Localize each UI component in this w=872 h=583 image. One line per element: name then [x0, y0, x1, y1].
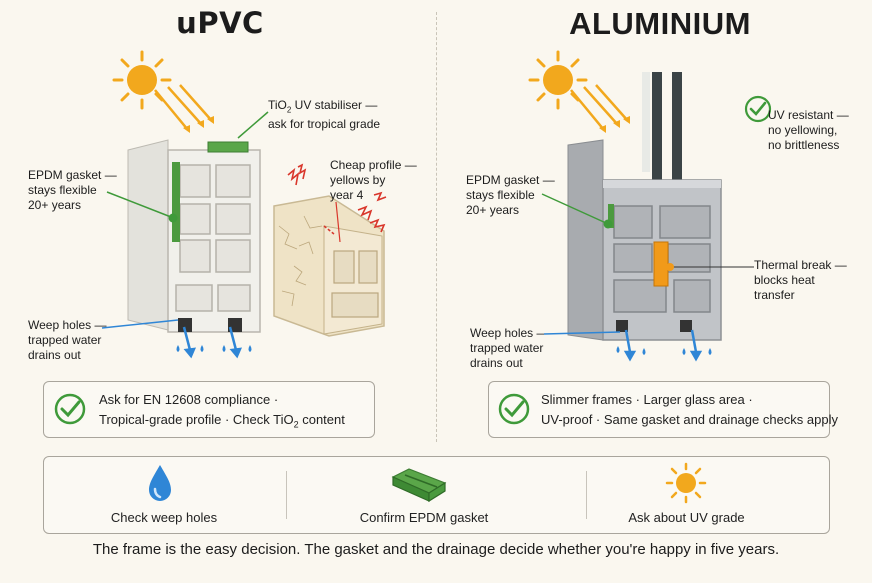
cheap-profile-drawing: [273, 195, 385, 337]
check-circle-icon: [744, 95, 772, 123]
checklist-epdm-gasket: Confirm EPDM gasket: [359, 510, 489, 525]
cheap-profile-label: Cheap profile — yellows by year 4: [330, 158, 417, 202]
tio2-leader: [237, 111, 269, 139]
checklist-divider: [286, 471, 287, 519]
checklist-divider: [586, 471, 587, 519]
checklist-uv-grade: Ask about UV grade: [628, 510, 745, 525]
cheap-profile-leader: [335, 201, 341, 243]
alu-gasket-label: EPDM gasket — stays flexible 20+ years: [466, 173, 555, 217]
tio2-label: TiO2 UV stabiliser — ask for tropical gr…: [268, 98, 381, 132]
checklist-weep-holes: Check weep holes: [110, 510, 218, 525]
sun-icon: [528, 50, 588, 110]
upvc-weep-label: Weep holes — trapped water drains out: [28, 318, 107, 362]
water-drop-icon: [149, 465, 171, 501]
lightning-icon: [287, 163, 387, 233]
sun-icon: [665, 462, 707, 504]
uv-rays-icon: [570, 84, 630, 133]
section-divider: [436, 12, 437, 442]
thermal-break-label: Thermal break — blocks heat transfer: [754, 258, 847, 302]
alu-weep-leader: [543, 331, 621, 335]
aluminium-tips-text: Slimmer frames · Larger glass area · UV-…: [541, 392, 839, 427]
aluminium-frame-cross-section: [567, 139, 722, 341]
checklist-panel: Check weep holes Confirm EPDM gasket Ask…: [43, 456, 830, 534]
upvc-tips-box: [43, 381, 375, 438]
water-drop-icon: [176, 326, 252, 359]
sun-icon: [112, 50, 172, 110]
upvc-title: uPVC: [176, 6, 264, 40]
upvc-gasket-label: EPDM gasket — stays flexible 20+ years: [28, 168, 117, 212]
upvc-frame-cross-section: [127, 139, 261, 333]
gasket-icon: [391, 468, 447, 503]
footer-tagline: The frame is the easy decision. The gask…: [92, 541, 780, 558]
aluminium-title: ALUMINIUM: [569, 6, 751, 41]
alu-weep-label: Weep holes — trapped water drains out: [470, 326, 549, 370]
uv-resistant-label: UV resistant — no yellowing, no brittlen…: [768, 108, 849, 152]
aluminium-tips-box: [488, 381, 830, 438]
alu-gasket-leader: [541, 193, 613, 229]
check-circle-icon: [54, 393, 86, 425]
upvc-weep-leader: [101, 319, 179, 329]
upvc-tips-text: Ask for EN 12608 compliance · Tropical-g…: [99, 392, 345, 430]
check-circle-icon: [498, 393, 530, 425]
thermal-break-leader: [666, 263, 754, 271]
upvc-gasket-leader: [106, 191, 178, 223]
glass-panes: [642, 72, 682, 187]
uv-rays-icon: [154, 84, 214, 133]
water-drop-icon: [616, 329, 712, 362]
